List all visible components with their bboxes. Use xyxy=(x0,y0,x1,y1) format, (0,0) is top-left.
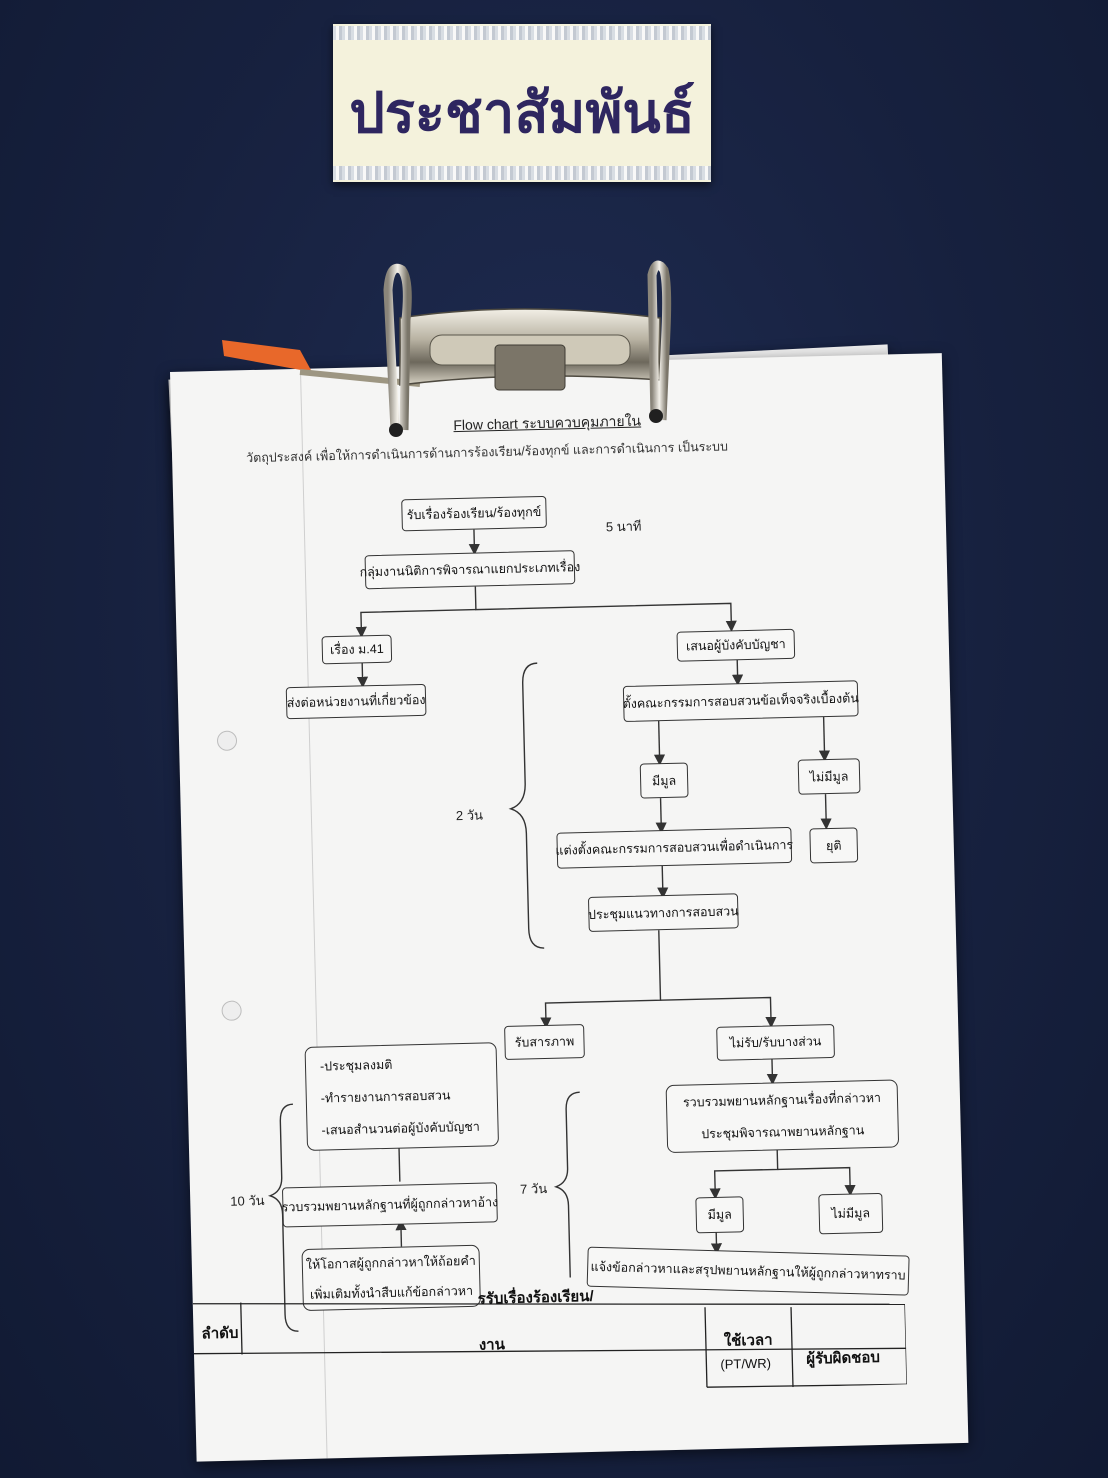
table-header-order: ลำดับ xyxy=(201,1324,239,1343)
note-seven-days: 7 วัน xyxy=(519,1181,548,1197)
box-gather-evidence: รวบรวมพยานหลักฐานเรื่องที่กล่าวหา ประชุม… xyxy=(665,1079,900,1154)
flow-connectors xyxy=(267,529,856,1332)
box-confess: รับสารภาพ xyxy=(504,1024,585,1061)
resolve-step: -ประชุมลงมติ xyxy=(319,1057,393,1074)
box-fact-finding-committee: ตั้งคณะกรรมการสอบสวนข้อเท็จจริงเบื้องต้น xyxy=(622,680,859,723)
box-propose-supervisor: เสนอผู้บังคับบัญชา xyxy=(676,628,796,662)
table-grid xyxy=(192,1302,907,1388)
table-header-time-unit: (PT/WR) xyxy=(720,1355,772,1372)
box-has-basis-1: มีมูล xyxy=(639,762,689,799)
table-header-receive: รรับเรื่องร้องเรียน/ xyxy=(477,1287,594,1308)
underlying-table: ลำดับ รรับเรื่องร้องเรียน/ งาน ใช้เวลา (… xyxy=(192,1284,907,1401)
opportunity-line: ให้โอกาสผู้ถูกกล่าวหาให้ถ้อยคำ xyxy=(305,1253,476,1272)
table-header-responsible: ผู้รับผิดชอบ xyxy=(806,1348,881,1368)
box-investigation-meeting: ประชุมแนวทางการสอบสวน xyxy=(588,893,739,932)
box-has-basis-2: มีมูล xyxy=(695,1196,745,1234)
box-appoint-committee: แต่งตั้งคณะกรรมการสอบสวนเพื่อดำเนินการ xyxy=(555,826,793,869)
box-legal-group: กลุ่มงานนิติการพิจารณาแยกประเภทเรื่อง xyxy=(359,550,580,590)
sign-text: ประชาสัมพันธ์ xyxy=(349,81,695,146)
resolve-step: -เสนอสำนวนต่อผู้บังคับบัญชา xyxy=(321,1119,480,1138)
table-header-time: ใช้เวลา xyxy=(723,1331,773,1350)
box-resolve-steps: -ประชุมลงมติ -ทำรายงานการสอบสวน -เสนอสำน… xyxy=(304,1042,500,1151)
box-collect-accused-evidence: รวบรวมพยานหลักฐานที่ผู้ถูกกล่าวหาอ้าง xyxy=(281,1182,498,1228)
box-deny-partial: ไม่รับ/รับบางส่วน xyxy=(716,1023,835,1061)
flowchart-document: Flow chart ระบบควบคุมภายใน วัตถุประสงค์ … xyxy=(170,353,969,1462)
box-section-41: เรื่อง ม.41 xyxy=(321,634,393,665)
resolve-step: -ทำรายงานการสอบสวน xyxy=(320,1088,451,1106)
box-forward-agency: ส่งต่อหน่วยงานที่เกี่ยวข้อง xyxy=(285,683,427,720)
sign-glitter-strip-top xyxy=(333,26,711,40)
box-stop: ยุติ xyxy=(809,827,859,864)
sign-glitter-strip-bottom xyxy=(333,166,711,180)
note-five-minutes: 5 นาที xyxy=(605,518,642,535)
note-ten-days: 10 วัน xyxy=(230,1192,265,1209)
box-receive-complaint: รับเรื่องร้องเรียน/ร้องทุกข์ xyxy=(401,495,547,532)
gather-line: รวบรวมพยานหลักฐานเรื่องที่กล่าวหา xyxy=(682,1090,882,1110)
note-two-days: 2 วัน xyxy=(455,807,484,824)
table-header-task: งาน xyxy=(478,1336,506,1354)
pr-sign: ประชาสัมพันธ์ xyxy=(333,24,711,182)
gather-line: ประชุมพิจารณาพยานหลักฐาน xyxy=(701,1123,865,1142)
box-no-basis-2: ไม่มีมูล xyxy=(818,1192,884,1235)
box-no-basis-1: ไม่มีมูล xyxy=(797,758,861,795)
